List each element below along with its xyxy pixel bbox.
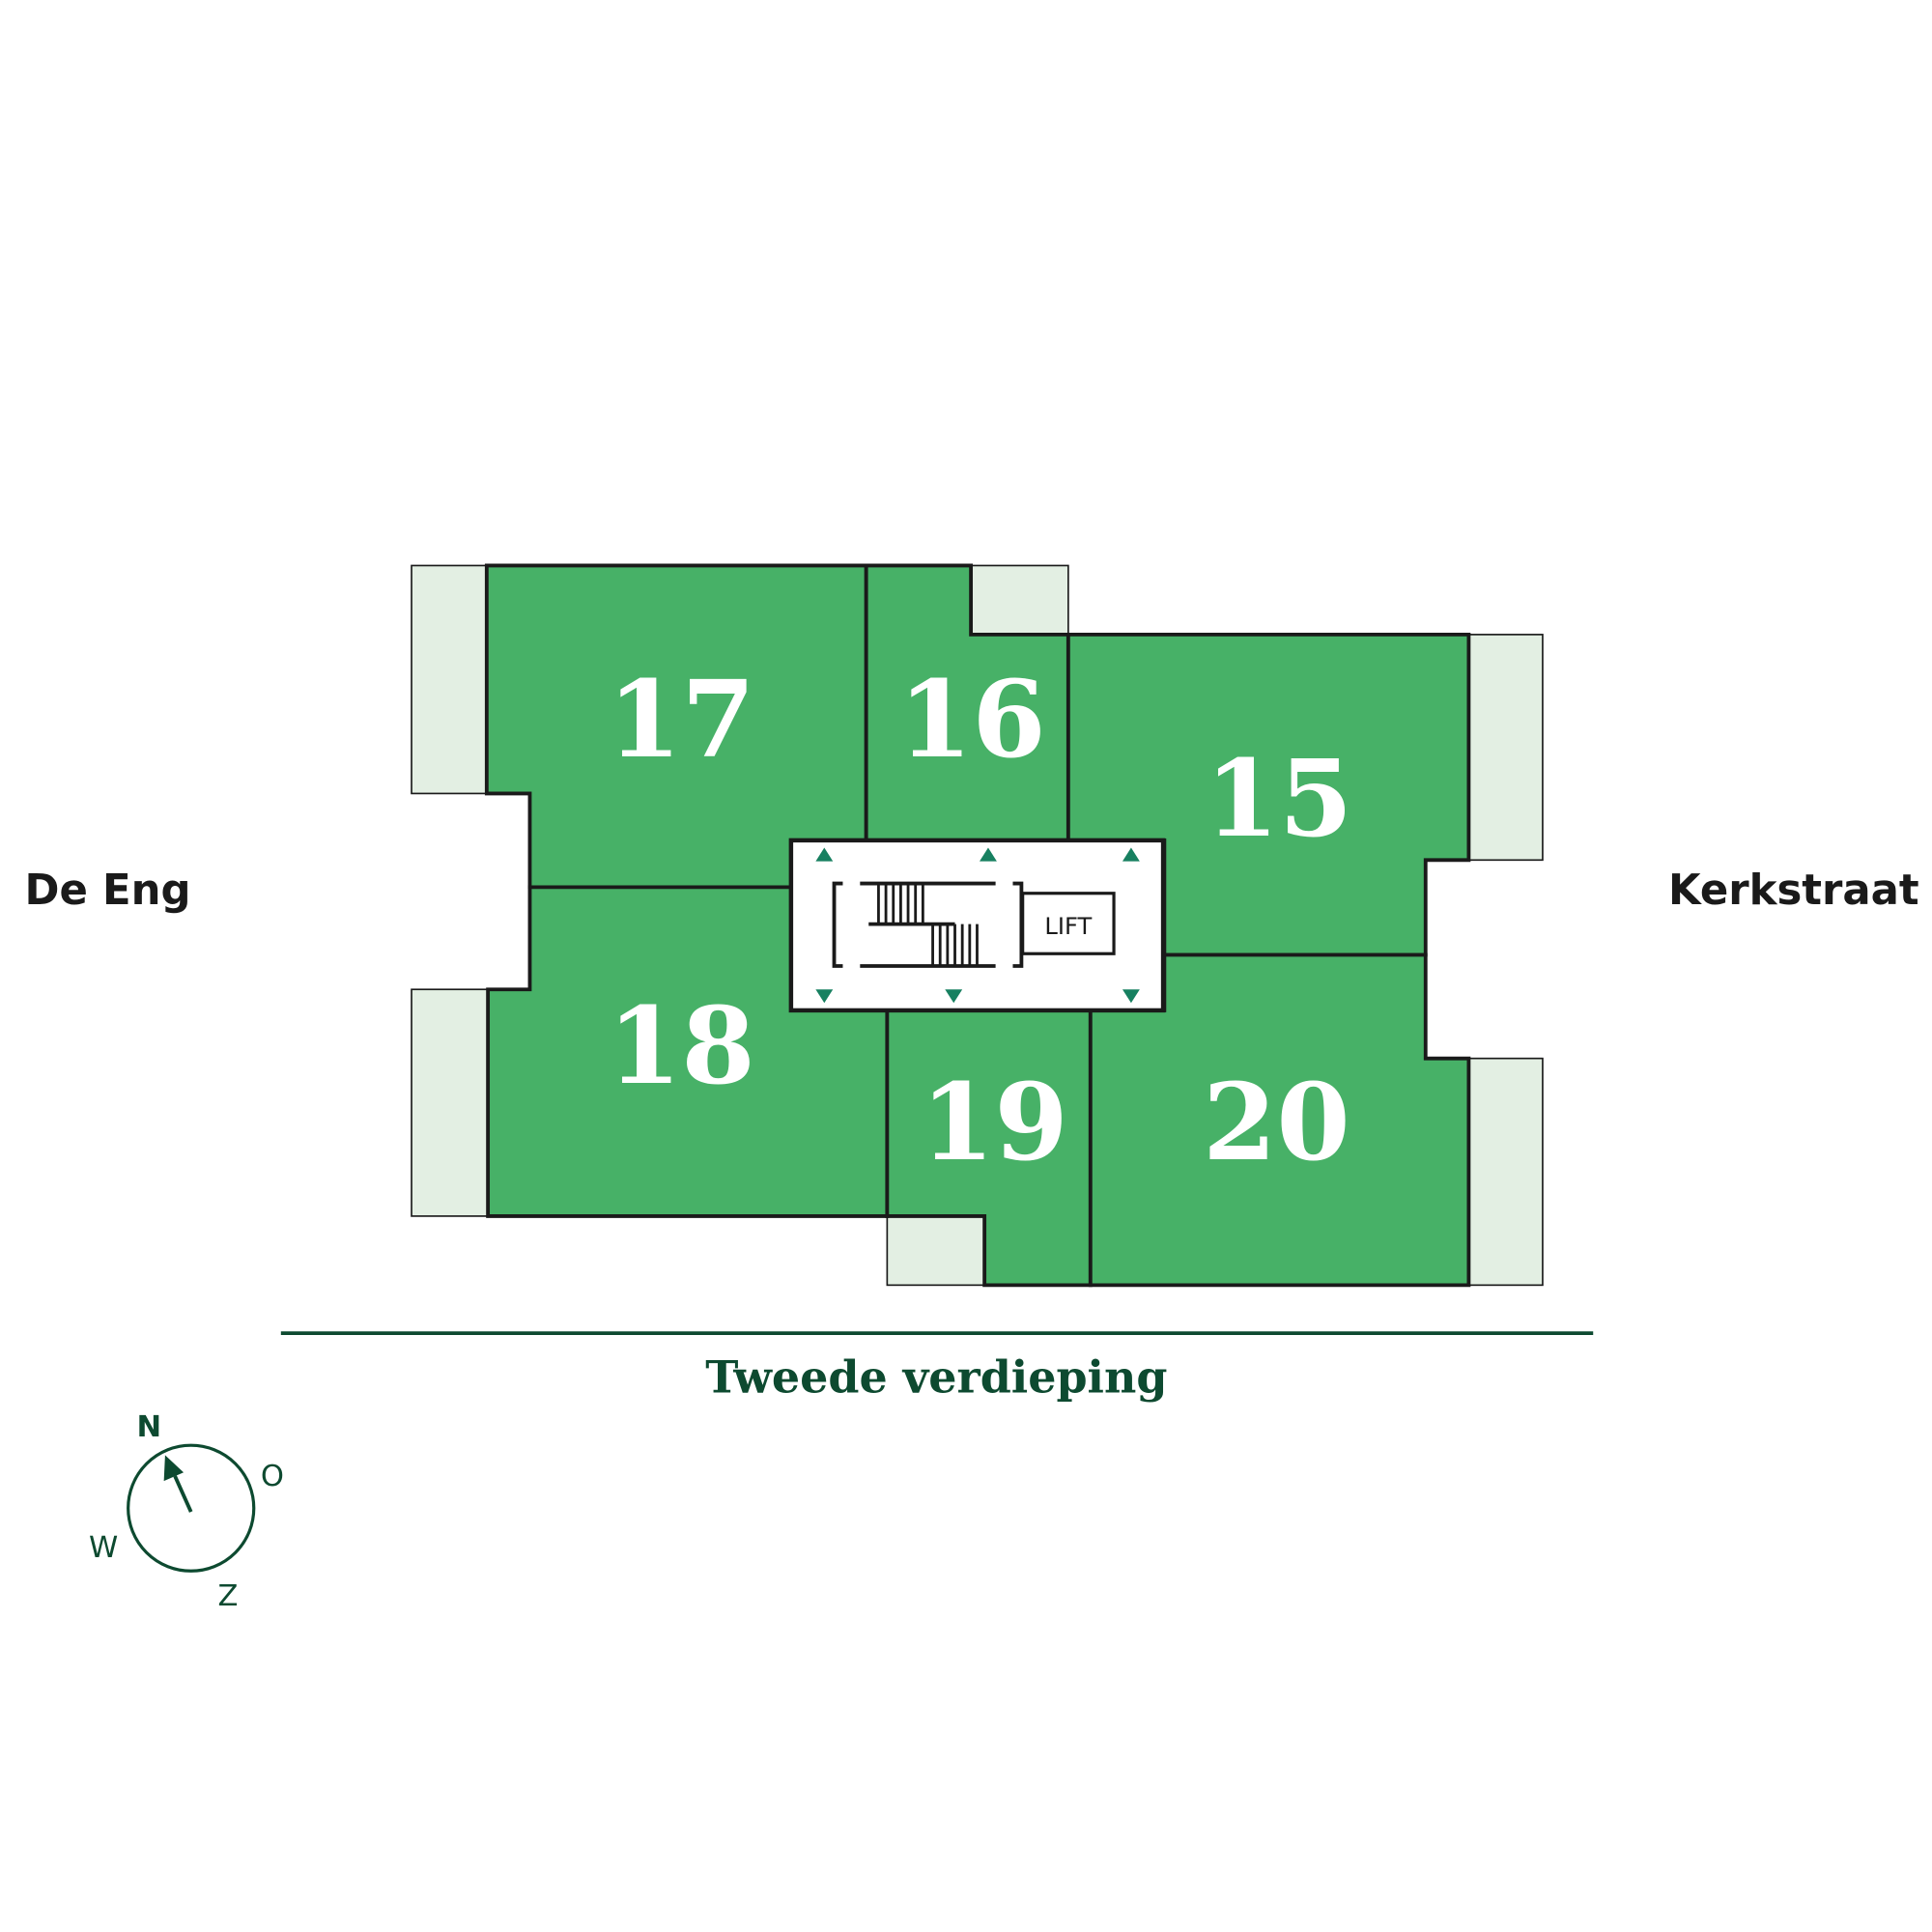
compass: N O W Z: [89, 1410, 284, 1613]
unit-20[interactable]: 20: [1088, 952, 1471, 1288]
balcony-17: [411, 564, 488, 795]
balcony-15: [1467, 634, 1544, 862]
unit-17[interactable]: 17: [484, 563, 868, 890]
unit-19[interactable]: 19: [885, 1009, 1093, 1288]
street-label-east: Kerkstraat: [1668, 867, 1919, 915]
arrow-up-icons: [815, 847, 1140, 862]
compass-north: N: [137, 1410, 162, 1444]
compass-needle-icon: [173, 1475, 193, 1513]
balcony-16: [970, 564, 1069, 636]
unit-16[interactable]: 16: [864, 563, 1070, 842]
unit-number: 15: [1206, 736, 1353, 861]
balcony-20: [1467, 1057, 1544, 1287]
compass-arrow-icon: [163, 1455, 185, 1482]
unit-number: 20: [1203, 1060, 1350, 1184]
street-label-west: De Eng: [25, 867, 191, 915]
unit-number: 18: [608, 983, 755, 1108]
compass-south: Z: [217, 1579, 238, 1613]
lift-label: LIFT: [1044, 913, 1092, 940]
unit-number: 17: [608, 657, 755, 781]
unit-number: 16: [898, 657, 1046, 781]
balcony-18: [411, 988, 489, 1217]
lift-box: [1021, 892, 1116, 955]
balcony-19: [886, 1215, 985, 1287]
compass-west: W: [89, 1531, 118, 1565]
unit-number: 19: [921, 1060, 1068, 1184]
arrow-down-icons: [815, 989, 1140, 1004]
compass-east: O: [261, 1460, 284, 1493]
stairwell-core: LIFT: [788, 838, 1166, 1013]
unit-18[interactable]: 18: [486, 885, 890, 1218]
floor-title: Tweede verdieping: [705, 1350, 1167, 1403]
stair-treads: [877, 883, 979, 966]
